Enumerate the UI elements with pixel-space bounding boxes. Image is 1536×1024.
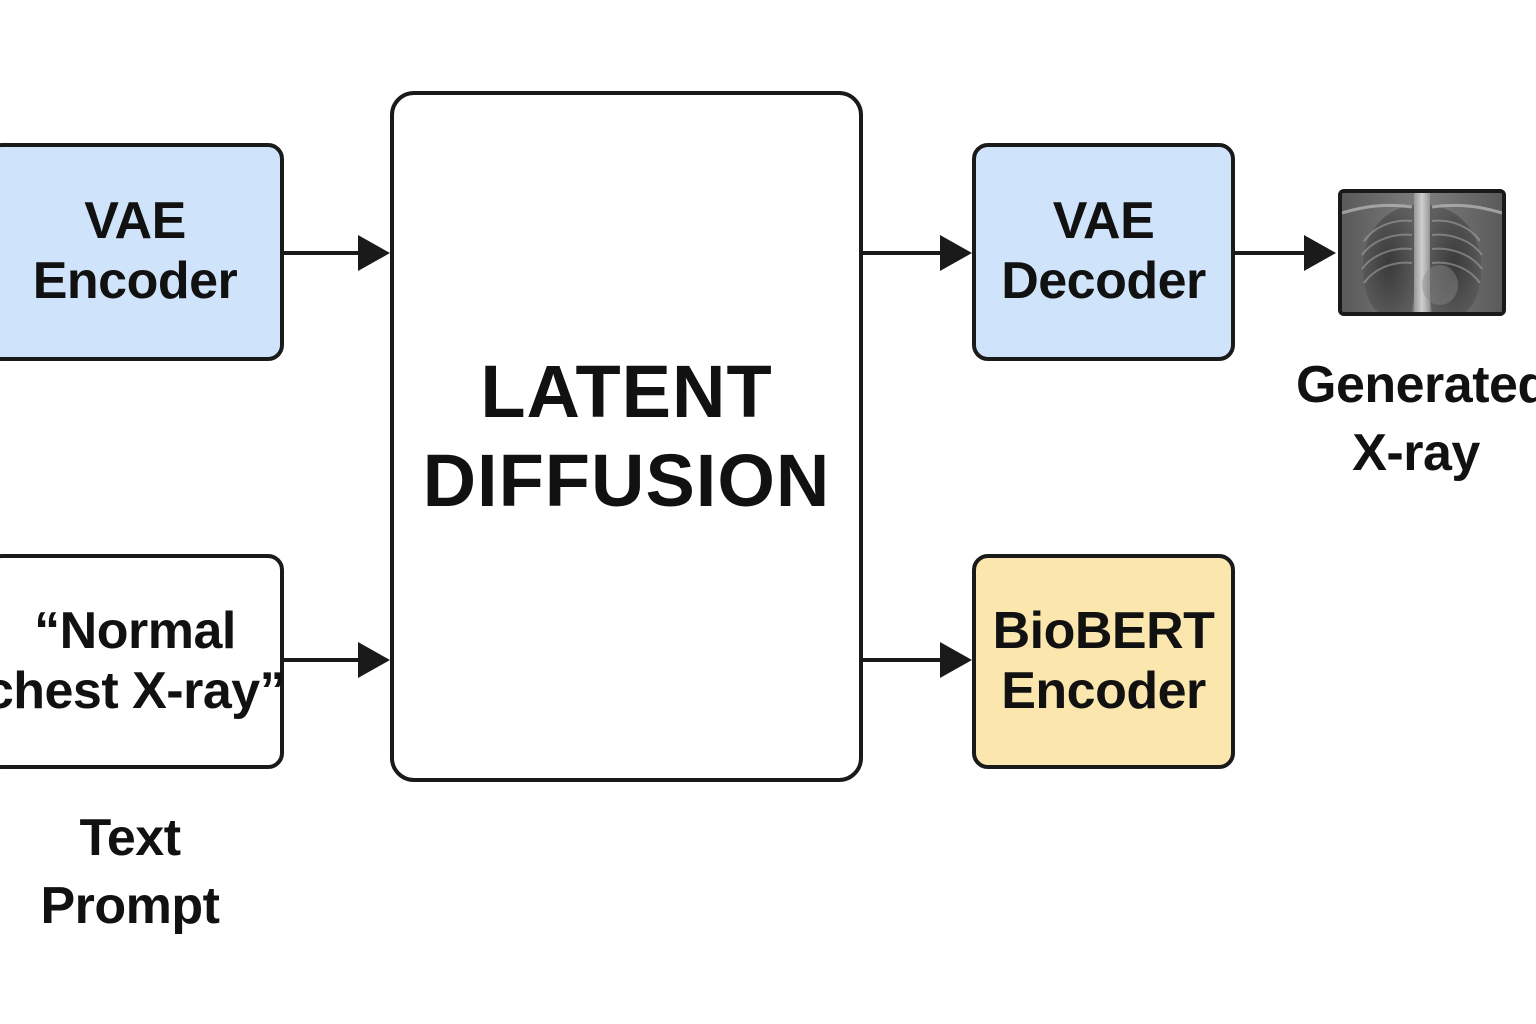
generated-xray-caption-line-1: Generated [1296,356,1536,414]
arrow-latent-to-biobert [863,642,972,678]
text-prompt-box: “Normal chest X-ray” [0,554,286,769]
text-prompt-caption: Text Prompt [10,805,250,940]
latent-diffusion-label-line-2: DIFFUSION [422,438,831,522]
vae-decoder-box: VAE Decoder [972,143,1235,361]
arrow-latent-to-vae-decoder [863,235,972,271]
chest-xray-icon [1338,189,1506,316]
biobert-encoder-label-line-1: BioBERT [992,601,1215,660]
arrow-vae-encoder-to-latent [284,235,390,271]
biobert-encoder-label-line-2: Encoder [1001,661,1206,720]
biobert-encoder-box: BioBERT Encoder [972,554,1235,769]
vae-decoder-label-line-2: Decoder [1001,252,1206,310]
vae-decoder-label-line-1: VAE [1052,192,1155,251]
arrow-vae-decoder-to-xray [1235,235,1336,271]
text-prompt-caption-line-1: Text [79,809,181,867]
text-prompt-caption-line-2: Prompt [40,876,221,935]
latent-diffusion-box: LATENT DIFFUSION [390,91,863,782]
generated-xray-caption-line-2: X-ray [1352,423,1480,482]
text-prompt-line-2: chest X-ray” [0,661,286,720]
generated-xray-caption: Generated X-ray [1296,352,1536,487]
vae-encoder-label-line-1: VAE [84,192,186,251]
vae-encoder-label-line-2: Encoder [32,252,238,310]
chest-xray-graphic [1342,193,1502,312]
text-prompt-line-1: “Normal [34,601,236,660]
vae-encoder-box: VAE Encoder [0,143,284,361]
arrow-text-prompt-to-latent [284,642,390,678]
latent-diffusion-label-line-1: LATENT [480,349,773,433]
